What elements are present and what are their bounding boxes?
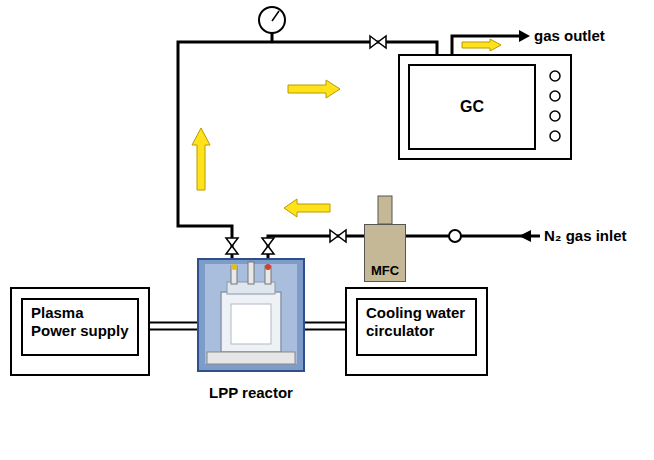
connector-group bbox=[268, 236, 364, 258]
equipment-box: Plasma Power supply bbox=[10, 287, 150, 376]
double-line-gap bbox=[150, 324, 197, 329]
valve-symbol bbox=[370, 36, 386, 48]
node-text: Cooling water circulator bbox=[366, 304, 467, 340]
node-text: Plasma Power supply bbox=[31, 304, 129, 340]
instrument-box: GC bbox=[398, 54, 572, 160]
double-line-connector bbox=[150, 322, 197, 331]
reactor-photo: LPP reactor bbox=[197, 258, 305, 402]
connector-group bbox=[150, 326, 197, 327]
equipment-box: Cooling water circulator bbox=[345, 287, 488, 376]
flow-label: N₂ gas inlet bbox=[544, 227, 627, 245]
double-line-connector bbox=[305, 322, 345, 331]
pipe-line bbox=[268, 236, 364, 258]
inner-panel: Plasma Power supply bbox=[21, 298, 139, 356]
valve-symbol bbox=[226, 238, 238, 254]
gc-indicator-lights bbox=[550, 71, 560, 141]
flow-label: gas outlet bbox=[534, 27, 605, 45]
double-line-gap bbox=[305, 324, 345, 329]
connector-group bbox=[305, 326, 345, 327]
display-panel: GC bbox=[408, 64, 536, 150]
gas-inlet-line bbox=[406, 230, 540, 242]
gas-outlet-line bbox=[452, 30, 530, 54]
inner-panel: Cooling water circulator bbox=[356, 298, 477, 356]
flow-controller-box: MFC bbox=[364, 224, 406, 282]
valve-symbol bbox=[262, 238, 274, 254]
valve-symbol bbox=[330, 230, 346, 242]
reactor-illustration bbox=[197, 258, 305, 372]
mfc-column bbox=[378, 196, 392, 224]
pressure-gauge bbox=[259, 7, 285, 42]
node-text: GC bbox=[460, 98, 484, 116]
node-text: MFC bbox=[371, 263, 399, 278]
node-text: LPP reactor bbox=[197, 384, 305, 402]
